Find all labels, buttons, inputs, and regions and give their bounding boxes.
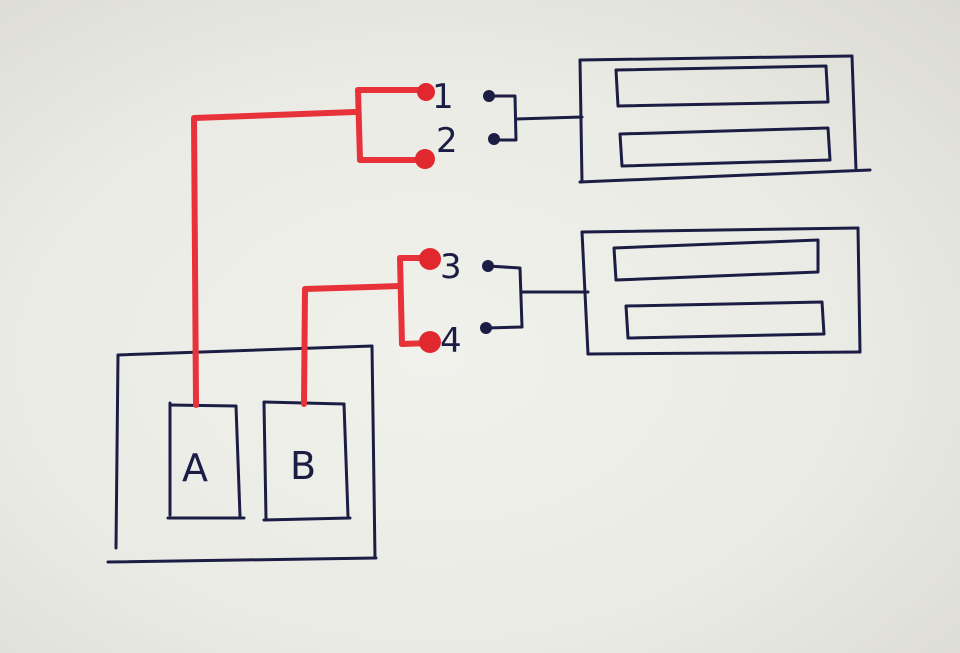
module-lower	[580, 226, 862, 356]
pin-3-label: 3	[440, 247, 462, 287]
pin-1-label: 1	[432, 77, 454, 117]
pin-2-terminal	[415, 149, 435, 169]
slot-lower-2	[624, 300, 826, 340]
box-a	[166, 401, 246, 520]
wire-b	[301, 255, 433, 407]
pin-4-terminal	[419, 331, 441, 353]
slot-lower-1	[612, 238, 820, 282]
main-enclosure	[106, 344, 378, 564]
contact-pair-upper	[483, 90, 584, 145]
slot-upper-2	[618, 126, 832, 168]
pin-2-label: 2	[436, 121, 458, 161]
contact-pair-lower	[480, 260, 590, 334]
wire-a	[191, 87, 431, 408]
box-a-label: A	[182, 446, 208, 490]
box-b-label: B	[290, 444, 316, 488]
pin-1-terminal	[417, 83, 435, 101]
module-upper	[578, 54, 872, 184]
pin-3-terminal	[419, 248, 441, 270]
slot-upper-1	[614, 64, 830, 108]
pin-4-label: 4	[440, 321, 462, 361]
